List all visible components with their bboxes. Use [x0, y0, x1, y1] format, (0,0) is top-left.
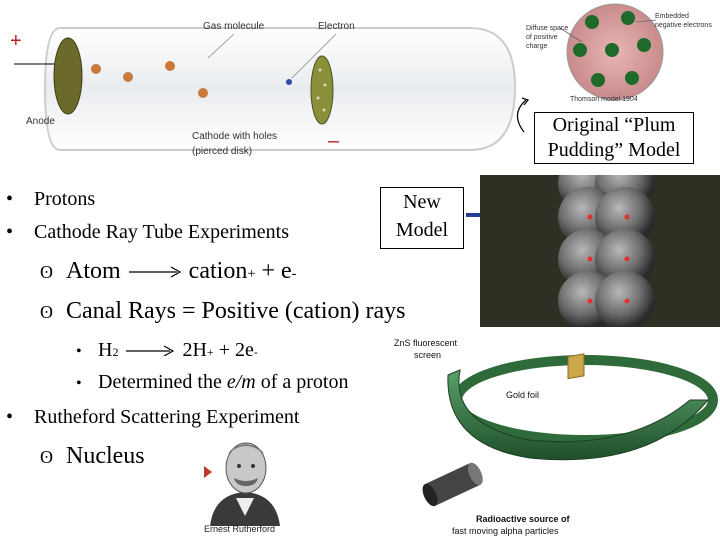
cathode-ray-tube-diagram: + – Gas molecule Electron Anode Cathode … [0, 0, 520, 175]
bullet-rutherford: • Rutheford Scattering Experiment [6, 406, 299, 429]
embedded-electrons-label: Embedded negative electrons [655, 13, 712, 29]
plum-pudding-line1: Original “Plum [552, 114, 676, 136]
zns-screen-label-line1: ZnS fluorescent [394, 338, 458, 348]
sub-bullet-icon: ʘ [40, 302, 53, 322]
rutherford-scattering-diagram: ZnS fluorescent screen Gold foil Radioac… [390, 330, 720, 540]
source-label-line2: fast moving alpha particles [452, 526, 559, 536]
bullet-dot-icon: • [76, 375, 82, 392]
plum-pudding-graphic [559, 3, 664, 101]
embedded-electron [573, 43, 587, 57]
embedded-electron [625, 71, 639, 85]
bullet-dot-icon: • [76, 343, 82, 360]
anode-label: Anode [26, 116, 55, 127]
long-arrow-icon [126, 345, 175, 356]
portrait-caption: Ernest Rutherford [204, 524, 276, 534]
new-model-box: New Model [380, 187, 464, 249]
minus-terminal-label: – [328, 130, 340, 152]
sub-bullet-icon: ʘ [40, 447, 53, 467]
sub-sub-bullet-em: • Determined the e/m of a proton [76, 371, 349, 394]
plus-2e-text: + 2e [218, 339, 254, 361]
cathode-disk [310, 55, 334, 125]
plus-terminal-label: + [10, 30, 22, 52]
diffuse-charge-label: Diffuse space of positive charge [526, 25, 569, 50]
anode-disk [53, 37, 83, 115]
protons-text: Protons [34, 188, 96, 210]
bullet-protons: • Protons [6, 188, 95, 211]
plus-electron-text: + e [261, 258, 292, 284]
sub-bullet-atom: ʘ Atom cation+ + e- [40, 258, 296, 285]
electron-dot [286, 79, 292, 85]
long-arrow-icon [128, 266, 181, 278]
gas-molecule [123, 72, 133, 82]
glass-tube [43, 27, 517, 151]
atom-microscopy-image [480, 175, 720, 327]
thomson-model-figure: Diffuse space of positive charge Embedde… [516, 0, 720, 175]
embedded-electron [585, 15, 599, 29]
bullet-dot-icon: • [6, 188, 14, 210]
thomson-caption: Thomson model 1904 [570, 96, 638, 103]
cathode-label-line1: Cathode with holes [192, 131, 278, 142]
zns-screen-ring [447, 369, 710, 461]
canal-rays-text: Canal Rays = Positive (cation) rays [66, 298, 406, 324]
gold-foil-label: Gold foil [506, 390, 540, 400]
rutherford-text: Rutheford Scattering Experiment [34, 406, 300, 428]
cation-text: cation [188, 258, 248, 284]
em-text-after: of a proton [255, 371, 349, 393]
bullet-cathode-ray: • Cathode Ray Tube Experiments [6, 221, 289, 244]
sub-bullet-canal: ʘ Canal Rays = Positive (cation) rays [40, 298, 405, 325]
h2-text: H [98, 339, 113, 361]
sub-bullet-icon: ʘ [40, 262, 53, 282]
embedded-electron [637, 38, 651, 52]
cation-charge: + [247, 266, 256, 282]
gas-molecule [165, 61, 175, 71]
embedded-electron [591, 73, 605, 87]
embedded-electron [621, 11, 635, 25]
electron-label: Electron [318, 21, 355, 32]
bullet-dot-icon: • [6, 406, 14, 428]
em-text-before: Determined the [98, 371, 227, 393]
2e-charge: - [253, 345, 258, 359]
zns-screen-label-line2: screen [414, 350, 442, 360]
nucleus-text: Nucleus [66, 443, 145, 469]
gold-foil [567, 353, 585, 380]
cathode-ray-text: Cathode Ray Tube Experiments [34, 221, 289, 243]
source-label-line1: Radioactive source of [476, 514, 570, 524]
sub-bullet-nucleus: ʘ Nucleus [40, 443, 145, 470]
plum-pudding-box: Original “Plum Pudding” Model [534, 112, 694, 164]
gas-molecule [91, 64, 101, 74]
electron-charge: - [291, 266, 297, 282]
atom-text: Atom [66, 258, 121, 284]
em-text-italic: e/m [226, 371, 256, 393]
rutherford-portrait: Ernest Rutherford [200, 436, 290, 540]
bullet-dot-icon: • [6, 221, 14, 243]
portrait-graphic [210, 442, 280, 526]
new-model-line1: New [403, 191, 441, 213]
pointer-triangle-icon [204, 466, 212, 478]
gas-molecule [198, 88, 208, 98]
radioactive-source [422, 462, 483, 507]
scattering-graphic [422, 353, 718, 507]
new-model-line2: Model [395, 219, 449, 241]
tube-graphic [14, 27, 517, 151]
2h-text: 2H [182, 339, 207, 361]
curved-arrow-icon [516, 97, 530, 133]
h2-subscript: 2 [112, 345, 119, 359]
cathode-label-line2: (pierced disk) [192, 146, 253, 157]
gas-molecule-label: Gas molecule [203, 21, 265, 32]
embedded-electron [605, 43, 619, 57]
plum-pudding-line2: Pudding” Model [547, 139, 681, 161]
2h-charge: + [206, 345, 214, 359]
atom-spheres-graphic [480, 175, 720, 327]
